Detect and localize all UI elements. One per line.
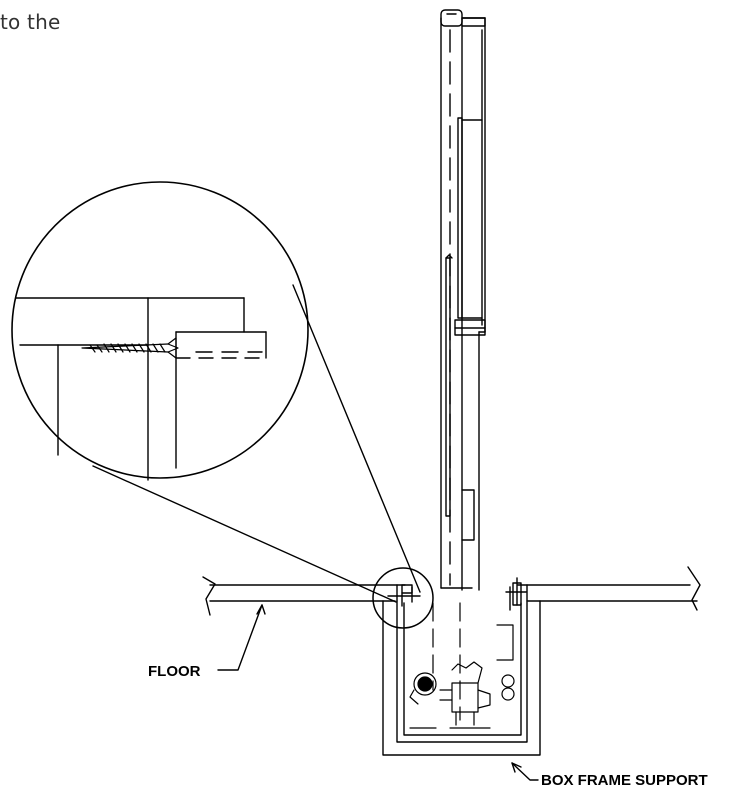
detail-circle [11,181,309,479]
detail-magnifier [11,181,421,603]
vertical-post [440,9,486,591]
reel-icon [409,672,437,705]
pit-mechanism [409,602,515,729]
floor-brackets [387,577,527,611]
screw-icon [81,337,179,359]
box-frame-leader [511,762,539,781]
box-frame-support-label: BOX FRAME SUPPORT [541,772,708,789]
detail-contents [15,297,267,481]
detail-callout-circle [372,567,434,629]
detail-leader-upper [292,284,421,593]
detail-leader-lower [92,465,397,603]
floor-leader [217,604,266,671]
intro-text-fragment: to the [0,10,61,34]
floor-label: FLOOR [148,663,201,680]
floor-lines [202,566,701,616]
box-frame [382,584,541,756]
